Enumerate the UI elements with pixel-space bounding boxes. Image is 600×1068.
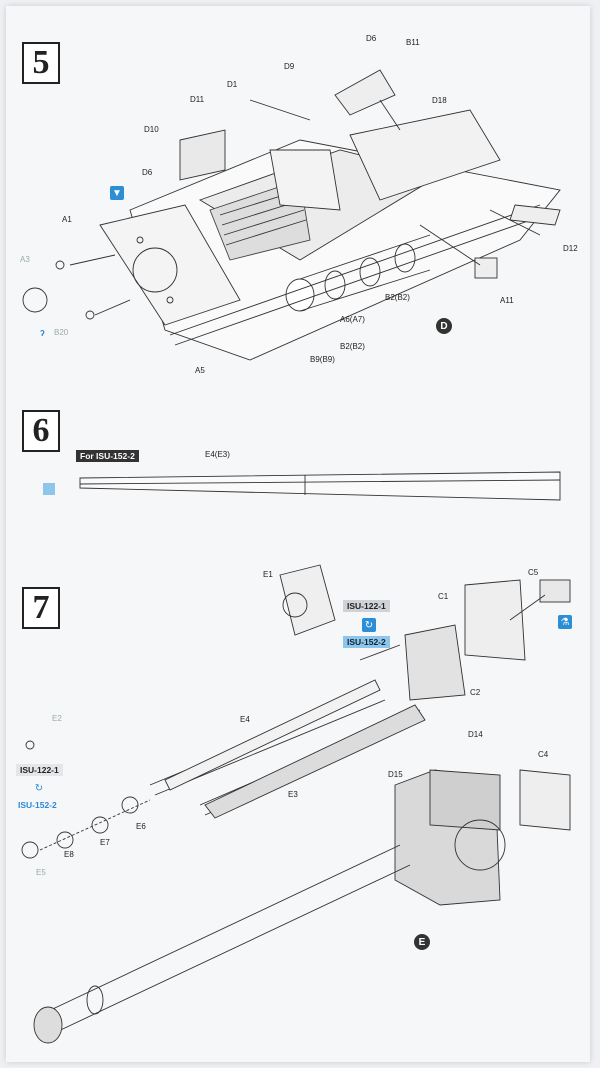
part-label: D18 <box>432 96 447 105</box>
part-label: E4(E3) <box>205 450 230 459</box>
part-label: B20 <box>54 328 69 337</box>
part-label: E6 <box>136 822 146 831</box>
part-label: D15 <box>388 770 403 779</box>
part-label: A6(A7) <box>340 315 365 324</box>
part-label: D12 <box>563 244 578 253</box>
step-number-6: 6 <box>22 410 60 452</box>
part-label: D11 <box>190 95 205 104</box>
part-label: E1 <box>263 570 273 579</box>
part-label: A11 <box>500 296 514 305</box>
part-label: D10 <box>144 125 159 134</box>
sub-assembly-marker-d: D <box>436 318 452 334</box>
part-label: C2 <box>470 688 481 697</box>
part-label: B11 <box>406 38 420 47</box>
part-label: E8 <box>64 850 74 859</box>
part-label: A1 <box>62 215 72 224</box>
part-label: A5 <box>195 366 205 375</box>
variant-tag-isu-152-2-left: ISU-152-2 <box>18 800 57 810</box>
part-label: E7 <box>100 838 110 847</box>
part-label: B2(B2) <box>385 293 410 302</box>
step-number-5: 5 <box>22 42 60 84</box>
swap-icon: ↻ <box>362 618 376 632</box>
part-label: C1 <box>438 592 449 601</box>
glue-icon: ▼ <box>110 186 124 200</box>
part-label: A3 <box>20 255 30 264</box>
hull-drawing <box>22 69 561 361</box>
part-label: D9 <box>284 62 295 71</box>
gun-drawing <box>21 564 571 1044</box>
part-label: D6 <box>366 34 377 43</box>
variant-tag-isu-152-2: ISU-152-2 <box>343 636 390 648</box>
variant-tag: For ISU-152-2 <box>76 450 139 462</box>
part-label: D1 <box>227 80 238 89</box>
part-label: B2(B2) <box>340 342 365 351</box>
step-number-7: 7 <box>22 587 60 629</box>
part-label: E2 <box>52 714 62 723</box>
part-label: C5 <box>528 568 539 577</box>
part-label: C4 <box>538 750 549 759</box>
part-label: B9(B9) <box>310 355 335 364</box>
sub-assembly-marker-e: E <box>414 934 430 950</box>
part-label: D14 <box>468 730 483 739</box>
part-label: E3 <box>288 790 298 799</box>
variant-tag-isu-122-1: ISU-122-1 <box>343 600 390 612</box>
variant-tag-isu-122-1-left: ISU-122-1 <box>16 764 63 776</box>
rail-drawing <box>43 471 561 501</box>
part-label: E4 <box>240 715 250 724</box>
blue-symbol-icon: ʔ <box>40 328 45 338</box>
glue-bottle-icon: ⚗ <box>558 615 572 629</box>
part-label: E5 <box>36 868 46 877</box>
swap-icon: ↻ <box>34 782 44 794</box>
part-label: D6 <box>142 168 153 177</box>
